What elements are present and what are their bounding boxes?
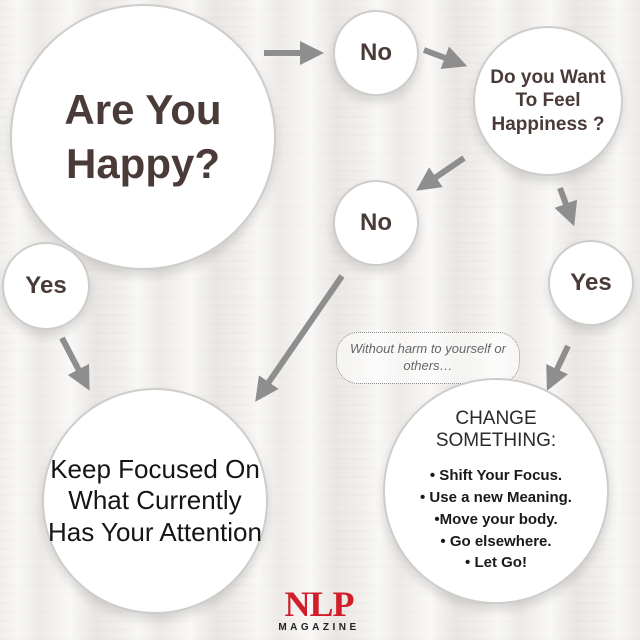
no-middle-node: No [333, 180, 419, 266]
logo-brand: NLP [284, 584, 355, 624]
nlp-magazine-logo: NLP MAGAZINE [268, 586, 370, 638]
arrow-want-to-yes [554, 186, 578, 227]
without-harm-bubble: Without harm to yourself or others… [336, 332, 520, 384]
keep-focused-text: Keep Focused On What Currently Has Your … [48, 454, 262, 547]
are-you-happy-text: Are You Happy? [64, 86, 222, 187]
yes-right-text: Yes [570, 269, 612, 296]
arrow-yes-to-change [546, 344, 571, 391]
want-happiness-node: Do you Want To Feel Happiness ? [473, 26, 623, 176]
change-something-title: CHANGE SOMETHING: [435, 407, 557, 451]
change-item: • Use a new Meaning. [420, 489, 572, 507]
yes-right-node: Yes [548, 240, 634, 326]
change-item: • Go elsewhere. [440, 532, 552, 550]
are-you-happy-node: Are You Happy? [10, 4, 276, 270]
yes-left-node: Yes [2, 242, 90, 330]
change-something-node: CHANGE SOMETHING: • Shift Your Focus. • … [383, 378, 609, 604]
no-middle-text: No [360, 209, 392, 236]
no-top-text: No [360, 39, 392, 66]
arrow-no-to-focus [255, 274, 345, 402]
change-list: • Shift Your Focus. • Use a new Meaning.… [396, 465, 596, 574]
arrow-no-to-want [422, 46, 468, 70]
change-item: • Shift Your Focus. [429, 467, 563, 485]
change-item: • Let Go! [465, 554, 527, 572]
change-item: •Move your body. [434, 510, 558, 528]
without-harm-text: Without harm to yourself or others… [350, 341, 506, 373]
arrow-yes-to-focus [59, 336, 90, 391]
yes-left-text: Yes [25, 272, 67, 299]
no-top-node: No [333, 10, 419, 96]
keep-focused-node: Keep Focused On What Currently Has Your … [42, 388, 268, 614]
arrow-want-to-no [416, 155, 466, 191]
want-happiness-text: Do you Want To Feel Happiness ? [490, 67, 606, 135]
logo-subtitle: MAGAZINE [278, 622, 360, 633]
